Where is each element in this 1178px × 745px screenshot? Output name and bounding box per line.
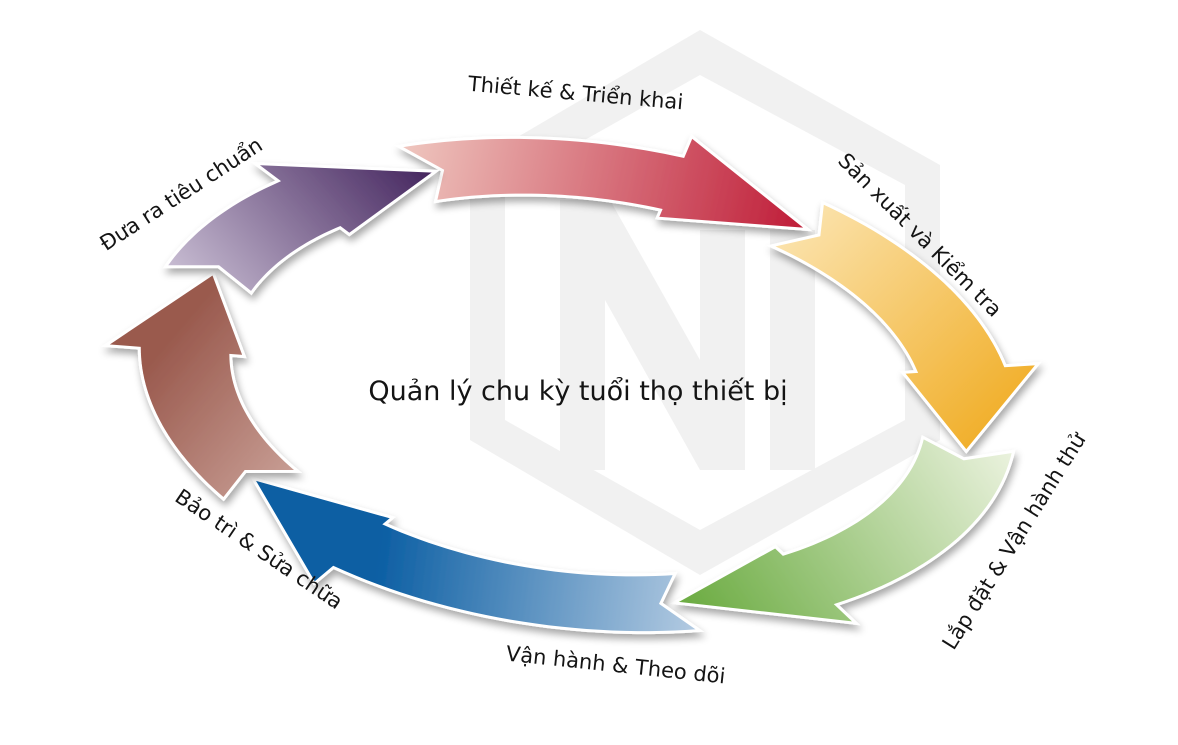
arrow-standards bbox=[162, 161, 441, 296]
arrow-production bbox=[766, 200, 1042, 454]
arrow-maintenance bbox=[101, 270, 303, 502]
logo-watermark-icon bbox=[470, 30, 940, 575]
diagram-title: Quản lý chu kỳ tuổi thọ thiết bị bbox=[368, 376, 787, 407]
stage-label-operation: Vận hành & Theo dõi bbox=[505, 642, 727, 689]
arrow-installation bbox=[669, 434, 1016, 626]
arrow-operation bbox=[249, 476, 705, 635]
arrow-design bbox=[394, 134, 813, 232]
cycle-arrows bbox=[101, 134, 1042, 635]
